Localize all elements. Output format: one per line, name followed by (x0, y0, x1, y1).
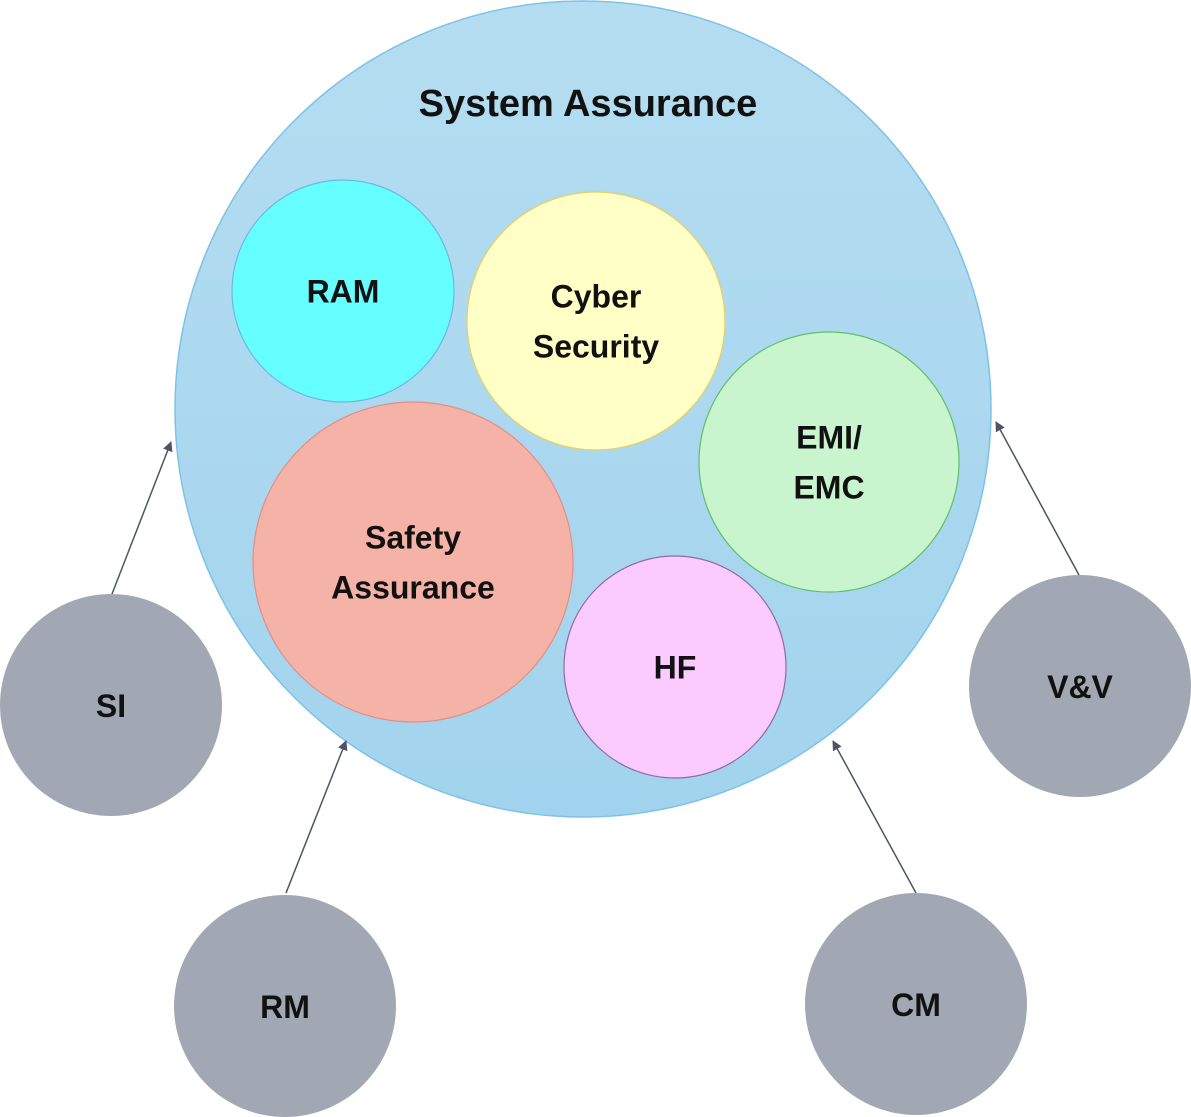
hf-label-line-1: HF (654, 650, 697, 686)
emi-emc-label-line-2: EMC (793, 470, 864, 506)
node-vv: V&V (969, 575, 1191, 797)
emi-emc-label-line-1: EMI/ (796, 420, 862, 456)
system-assurance-title: System Assurance (419, 83, 758, 125)
arrow-si (111, 441, 173, 595)
inner-circle-emi-emc: EMI/EMC (698, 331, 960, 593)
inner-circle-hf: HF (563, 555, 787, 779)
safety-assurance-label-line-1: Safety (365, 520, 461, 556)
node-cm-label: CM (891, 987, 941, 1023)
node-rm-label: RM (260, 989, 310, 1025)
arrows (111, 421, 1080, 894)
arrow-rm (285, 740, 348, 894)
inner-circle-ram: RAM (231, 179, 455, 403)
cyber-security-label-line-1: Cyber (551, 279, 642, 315)
node-cm: CM (805, 893, 1027, 1115)
arrow-vv (995, 421, 1080, 576)
node-vv-label: V&V (1047, 669, 1113, 705)
cyber-security-label-line-2: Security (533, 329, 659, 365)
safety-assurance-label-line-2: Assurance (331, 570, 495, 606)
node-si: SI (0, 594, 222, 816)
ram-label-line-1: RAM (307, 274, 380, 310)
node-rm: RM (174, 895, 396, 1117)
node-si-label: SI (96, 688, 126, 724)
arrow-cm (832, 740, 917, 894)
